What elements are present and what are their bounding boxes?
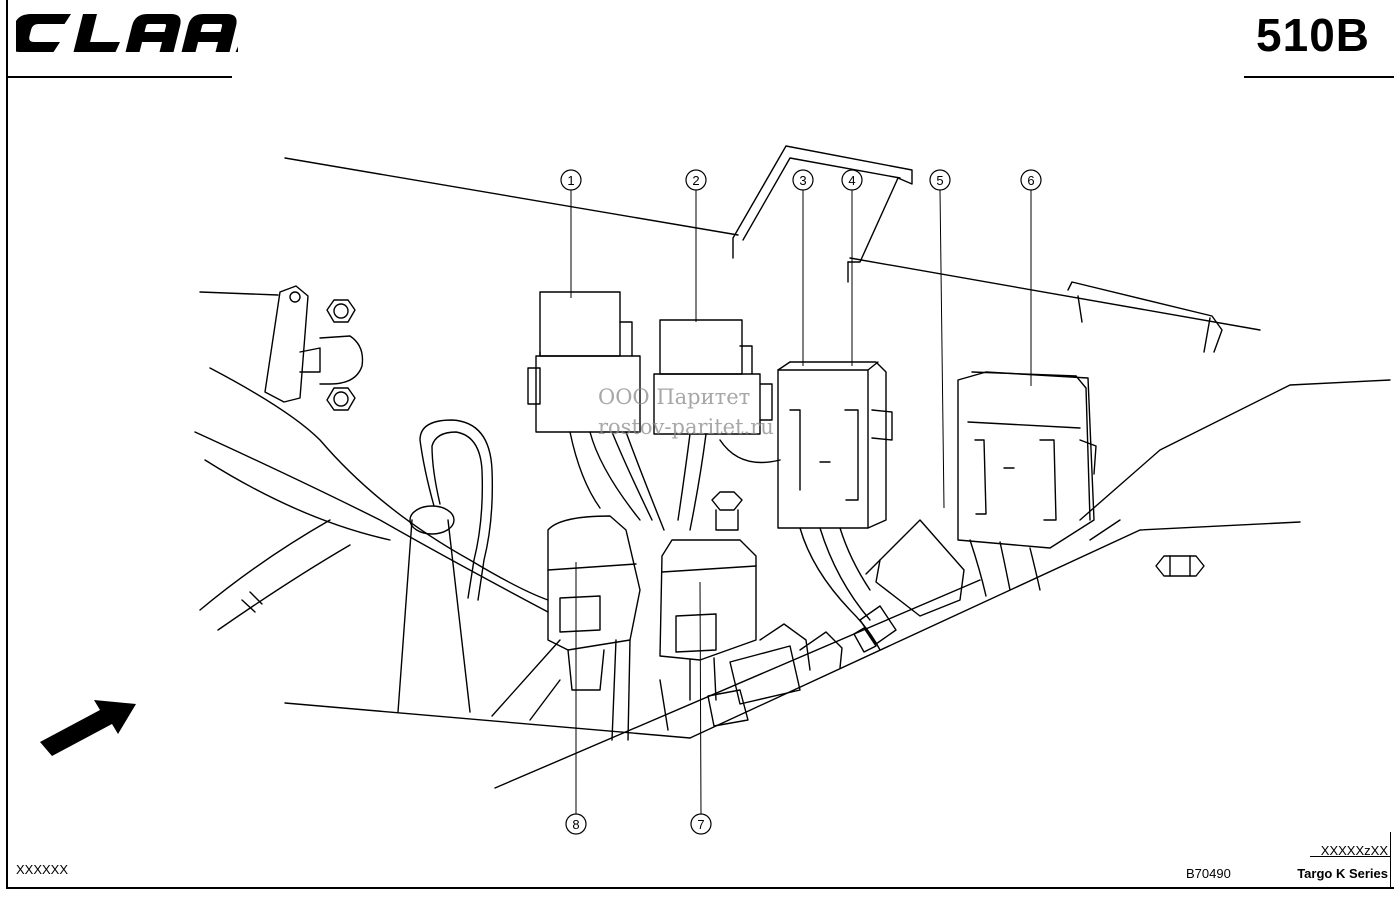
callout-2-label: 2 (692, 173, 699, 188)
callout-1-label: 1 (567, 173, 574, 188)
footer-divider-horizontal (1310, 856, 1390, 857)
callout-5-label: 5 (936, 173, 943, 188)
callout-2: 2 (685, 169, 707, 191)
callout-7: 7 (690, 813, 712, 835)
watermark-line-1: ООО Паритет (598, 385, 751, 409)
callout-8-label: 8 (572, 817, 579, 832)
callout-5: 5 (929, 169, 951, 191)
callout-7-label: 7 (697, 817, 704, 832)
watermark: ООО Паритет rostov-paritet.ru (598, 382, 774, 442)
callout-6: 6 (1020, 169, 1042, 191)
footer-right-code: XXXXXzXX (1320, 843, 1388, 858)
claas-logo (9, 10, 290, 63)
callout-1: 1 (560, 169, 582, 191)
callout-4: 4 (841, 169, 863, 191)
callout-3-label: 3 (799, 173, 806, 188)
model-series: Targo K Series (1297, 866, 1388, 881)
direction-arrow-icon (40, 700, 136, 756)
frame-left-border (6, 0, 8, 888)
callout-8: 8 (565, 813, 587, 835)
page-code: 510B (1256, 9, 1370, 61)
watermark-line-2: rostov-paritet.ru (598, 415, 774, 439)
logo-underline (8, 76, 232, 78)
callout-6-label: 6 (1027, 173, 1034, 188)
callout-3: 3 (792, 169, 814, 191)
frame-bottom-border (6, 887, 1394, 889)
page-code-underline (1244, 76, 1394, 78)
drawing-reference: B70490 (1186, 866, 1231, 881)
footer-left-code: XXXXXX (16, 862, 69, 877)
callout-4-label: 4 (848, 173, 855, 188)
footer-divider-vertical (1390, 832, 1391, 888)
